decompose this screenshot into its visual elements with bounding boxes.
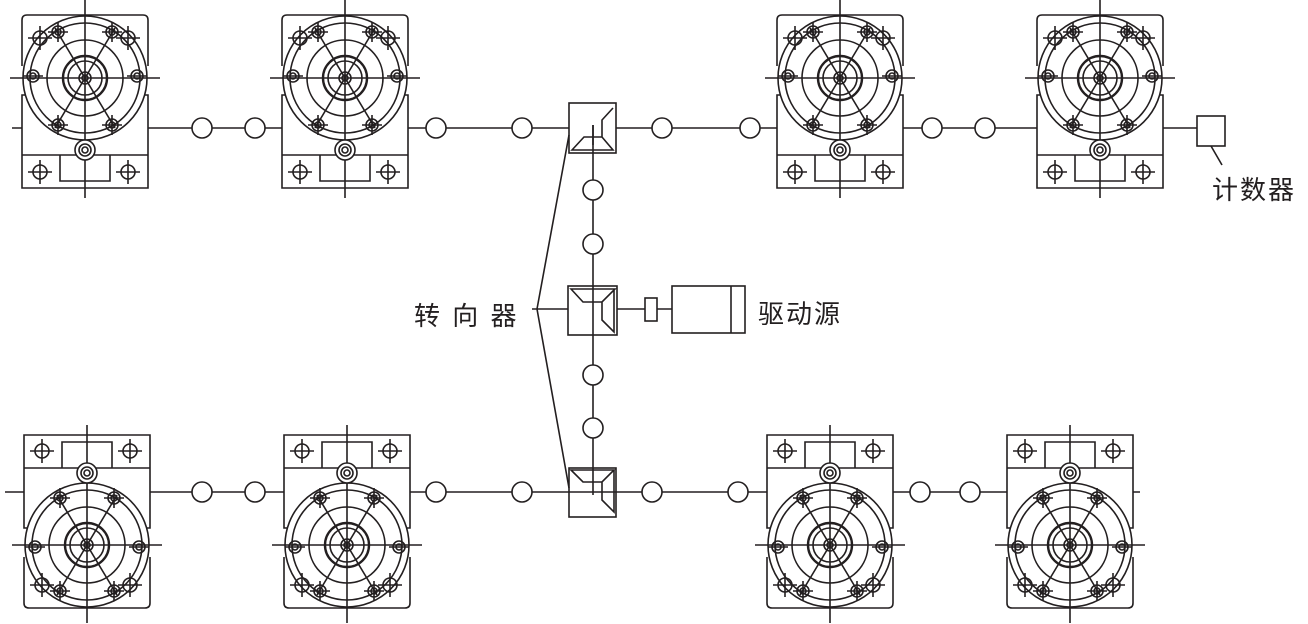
screw-jack-top-4 [1025,0,1175,198]
couplings [191,117,996,503]
steering-box-bottom [568,467,617,518]
steering-box-top [568,102,617,154]
counter-box [1196,115,1226,147]
screw-jack-bottom-3 [755,425,905,623]
screw-jack-bottom-4 [995,425,1145,623]
steering-label: 转 向 器 [414,302,519,332]
screw-jack-top-2 [270,0,420,198]
counter-leader [1210,145,1223,166]
screw-jack-bottom-2 [272,425,422,623]
screw-jack-top-3 [765,0,915,198]
drive-coupling [644,297,658,322]
screw-jack-top-1 [10,0,160,198]
drive-label: 驱动源 [758,300,843,330]
screw-jack-bottom-1 [12,425,162,623]
counter-label: 计数器 [1212,176,1297,206]
steering-box-middle [567,285,618,336]
drive-motor [671,285,746,334]
steering-leader [532,134,570,489]
